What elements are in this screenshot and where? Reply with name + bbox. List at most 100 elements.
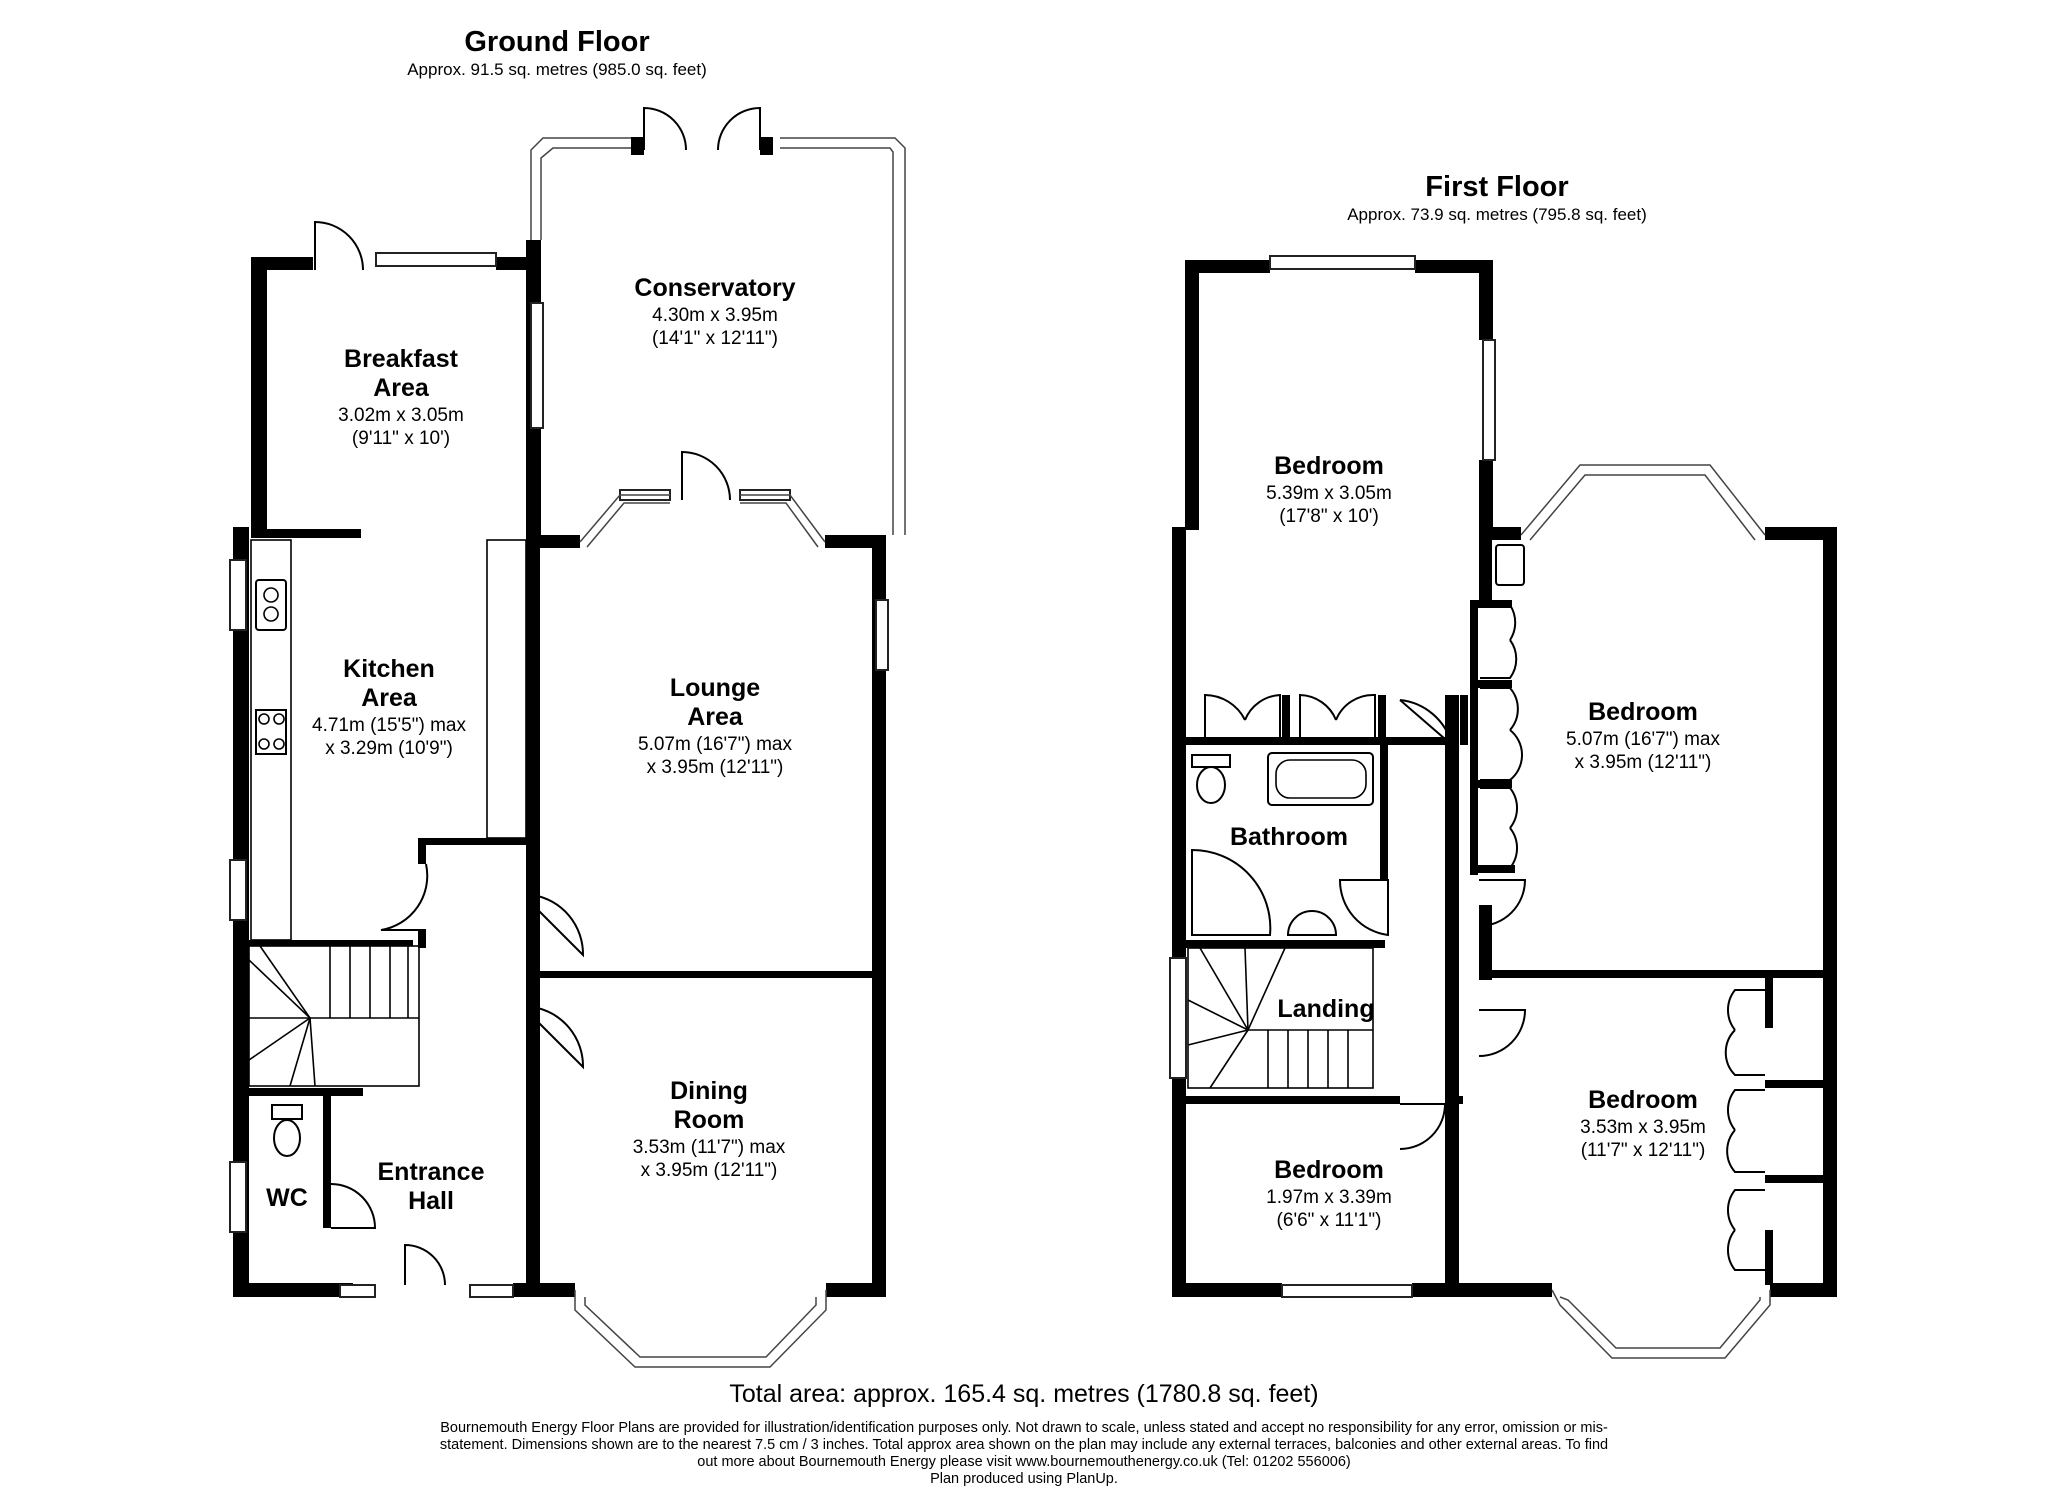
room-dimensions: (11'7" x 12'11") <box>1581 1140 1706 1161</box>
wall <box>526 940 540 1000</box>
wardrobe-door <box>1726 989 1765 1031</box>
shower-icon <box>1191 848 1272 936</box>
ground-floor-title: Ground Floor <box>464 26 649 58</box>
room-dimensions: 3.53m x 3.95m <box>1580 1117 1706 1138</box>
room-dimensions: 5.07m (16'7") max <box>638 734 792 755</box>
wardrobe-door <box>1480 604 1517 641</box>
door-swing <box>380 863 429 931</box>
room-name: Area <box>687 703 744 731</box>
hob-ring <box>258 738 270 750</box>
room-dimensions: 4.71m (15'5") max <box>312 715 466 736</box>
wall <box>1470 680 1512 688</box>
kitchen-sink-icon <box>255 579 287 631</box>
room-name: Dining <box>670 1077 748 1105</box>
hob-icon <box>255 709 287 755</box>
disclaimer-line: statement. Dimensions shown are to the n… <box>440 1437 1608 1453</box>
window <box>1169 957 1187 1079</box>
wall <box>1479 970 1837 978</box>
door-swing <box>717 106 761 151</box>
wardrobe-door <box>1726 1229 1765 1271</box>
room-name: Breakfast <box>344 345 459 373</box>
basin-icon <box>1286 910 1338 936</box>
staircase <box>248 945 420 1087</box>
wc-cistern <box>271 1104 303 1120</box>
hob-ring <box>273 713 285 725</box>
room-name: Room <box>674 1106 745 1134</box>
wall <box>1765 1230 1773 1285</box>
wall <box>1378 695 1386 745</box>
staircase <box>1187 947 1374 1089</box>
wall <box>1460 695 1468 745</box>
first-floor-area: Approx. 73.9 sq. metres (795.8 sq. feet) <box>1347 205 1647 224</box>
bath-tub <box>1275 759 1367 799</box>
wardrobe-door <box>1726 1129 1765 1173</box>
wall <box>251 529 361 538</box>
room-dimensions: 1.97m x 3.39m <box>1266 1187 1392 1208</box>
basin-icon <box>1495 544 1525 586</box>
wall <box>1445 1096 1463 1104</box>
door-swing <box>1478 879 1527 927</box>
room-name: Area <box>361 684 418 712</box>
room-name: Kitchen <box>343 655 435 683</box>
wardrobe-door <box>1480 639 1518 679</box>
wall <box>1765 978 1773 1028</box>
total-area: Total area: approx. 165.4 sq. metres (17… <box>729 1380 1318 1408</box>
door-swing <box>330 1183 377 1229</box>
room-dimensions: 3.53m (11'7") max <box>633 1137 786 1158</box>
bay-glazing <box>740 494 826 543</box>
room-dimensions: (17'8" x 10') <box>1279 506 1379 527</box>
wall <box>631 137 644 155</box>
window <box>229 559 247 631</box>
wardrobe-door <box>1480 687 1519 731</box>
wardrobe-door <box>1335 693 1376 740</box>
wall <box>1412 1283 1552 1297</box>
wardrobe-door <box>1204 693 1246 740</box>
dining-bay-glazing <box>574 1290 827 1368</box>
wall <box>526 535 540 1295</box>
room-name: Bedroom <box>1588 698 1698 726</box>
wall <box>418 838 426 864</box>
wall <box>1185 940 1385 948</box>
door-swing <box>643 106 687 151</box>
wall <box>1185 260 1199 530</box>
door-swing <box>1399 1103 1447 1150</box>
room-name: Conservatory <box>634 274 795 302</box>
room-name: WC <box>266 1184 308 1212</box>
bay-glazing <box>1520 464 1766 536</box>
conservatory-glazing <box>780 147 894 535</box>
wall <box>1470 600 1478 875</box>
room-name: Bedroom <box>1274 1156 1384 1184</box>
bay-glazing <box>1559 1296 1761 1349</box>
wall <box>1185 1096 1400 1104</box>
bay-glazing <box>586 502 670 548</box>
first-floor-plan <box>1169 255 1837 1359</box>
first-floor-title: First Floor <box>1425 171 1568 203</box>
bay-glazing <box>740 502 819 548</box>
wardrobe-door <box>1480 787 1519 829</box>
window <box>1269 255 1416 270</box>
wardrobe-door <box>1724 1029 1765 1076</box>
wardrobe-door <box>1299 693 1337 740</box>
room-dimensions: 5.39m x 3.05m <box>1266 483 1392 504</box>
wall <box>1479 905 1492 980</box>
bay-glazing <box>1551 1289 1771 1359</box>
wall <box>1185 260 1270 273</box>
dining-bay-glazing <box>584 1297 817 1358</box>
wall <box>1172 1283 1282 1297</box>
wall <box>540 1283 575 1297</box>
wall <box>825 535 885 548</box>
sink-bowl <box>263 606 279 622</box>
wall <box>540 535 580 548</box>
wall <box>1479 260 1493 340</box>
door-swing <box>404 1243 446 1286</box>
wardrobe-door <box>1726 1189 1765 1231</box>
room-dimensions: x 3.29m (10'9") <box>325 738 453 759</box>
wall <box>418 838 530 845</box>
room-dimensions: (9'11" x 10') <box>352 428 450 449</box>
wall <box>1172 527 1186 1297</box>
ground-floor-plan <box>229 106 906 1368</box>
wall <box>233 1088 363 1096</box>
wall <box>1479 540 1492 600</box>
disclaimer-line: Bournemouth Energy Floor Plans are provi… <box>440 1420 1608 1436</box>
room-dimensions: x 3.95m (12'11") <box>647 757 784 778</box>
